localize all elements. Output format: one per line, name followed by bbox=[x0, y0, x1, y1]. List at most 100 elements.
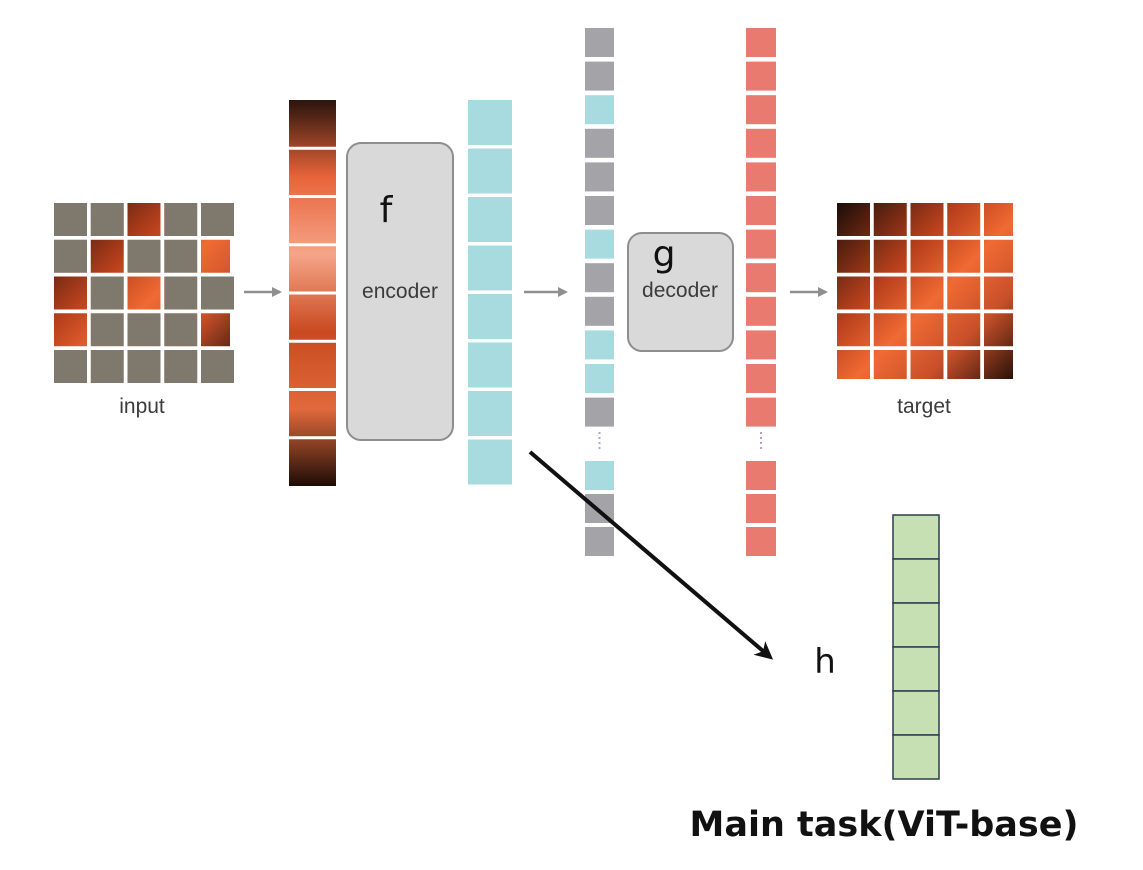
output-token bbox=[746, 196, 776, 225]
input-masked-patch bbox=[90, 203, 124, 236]
patch-separator bbox=[289, 291, 336, 295]
input-masked-patch bbox=[127, 350, 161, 383]
visible-token bbox=[585, 95, 614, 125]
input-grid-line bbox=[54, 309, 230, 314]
input-masked-patch bbox=[127, 313, 161, 347]
patch-separator bbox=[289, 195, 336, 198]
main-task-token bbox=[892, 558, 940, 604]
representation-symbol-h: h bbox=[814, 642, 836, 682]
patch-separator bbox=[289, 146, 336, 150]
input-grid-line bbox=[197, 203, 201, 379]
patch-separator bbox=[289, 388, 336, 391]
mask-token bbox=[585, 196, 614, 225]
arrow-to-main-task bbox=[528, 450, 774, 660]
output-token bbox=[746, 28, 776, 57]
mask-token bbox=[585, 61, 614, 91]
target-grid-line bbox=[837, 309, 1013, 314]
full-token-sequence bbox=[585, 28, 614, 556]
mask-token bbox=[585, 296, 614, 326]
encoded-token bbox=[468, 100, 512, 145]
visible-token bbox=[585, 461, 614, 490]
main-task-token-column bbox=[892, 514, 940, 780]
output-token bbox=[746, 263, 776, 293]
encoded-token bbox=[468, 391, 512, 436]
input-masked-patch bbox=[90, 313, 124, 347]
output-token bbox=[746, 162, 776, 192]
target-grid-line bbox=[870, 203, 874, 379]
input-masked-patch bbox=[201, 276, 234, 310]
output-token bbox=[746, 461, 776, 490]
decoder-symbol-g: g bbox=[653, 234, 676, 275]
input-grid-line bbox=[54, 236, 230, 240]
output-token bbox=[746, 95, 776, 125]
input-grid-line bbox=[54, 346, 230, 350]
visible-token bbox=[585, 364, 614, 393]
output-token bbox=[746, 128, 776, 158]
input-masked-patch bbox=[90, 276, 124, 310]
input-masked-patch bbox=[164, 276, 198, 310]
input-label: input bbox=[119, 395, 165, 418]
mask-token bbox=[585, 128, 614, 158]
target-grid-line bbox=[837, 346, 1013, 350]
mask-token bbox=[585, 397, 614, 427]
decoder-output-sequence bbox=[746, 28, 776, 556]
input-masked-patch bbox=[164, 350, 198, 383]
encoded-token bbox=[468, 294, 512, 339]
decoder-label: decoder bbox=[642, 279, 718, 302]
input-masked-patch bbox=[54, 350, 87, 383]
output-token bbox=[746, 330, 776, 360]
target-grid-line bbox=[837, 272, 1013, 277]
input-grid-line bbox=[123, 203, 128, 379]
main-task-token bbox=[892, 734, 940, 780]
output-token bbox=[746, 494, 776, 523]
input-masked-patch bbox=[54, 239, 87, 273]
encoded-token-column bbox=[468, 100, 512, 485]
main-task-token bbox=[892, 514, 940, 560]
visible-token bbox=[585, 330, 614, 360]
encoder-label: encoder bbox=[362, 280, 438, 303]
output-token bbox=[746, 364, 776, 393]
input-grid-line bbox=[54, 272, 230, 277]
mask-token bbox=[585, 28, 614, 57]
patch-separator bbox=[289, 436, 336, 440]
output-token bbox=[746, 61, 776, 91]
main-task-token bbox=[892, 602, 940, 648]
input-masked-patch bbox=[164, 313, 198, 347]
encoder-symbol-f: f bbox=[380, 190, 394, 231]
input-masked-patch bbox=[127, 239, 161, 273]
mask-token bbox=[585, 162, 614, 192]
mask-token bbox=[585, 263, 614, 293]
input-grid-line bbox=[87, 203, 91, 379]
patch-separator bbox=[289, 243, 336, 247]
output-token bbox=[746, 397, 776, 427]
target-label: target bbox=[897, 395, 951, 418]
input-masked-patch bbox=[201, 203, 234, 236]
input-grid-line bbox=[160, 203, 165, 379]
output-token bbox=[746, 296, 776, 326]
encoder-block bbox=[346, 142, 454, 441]
output-token bbox=[746, 229, 776, 259]
encoded-token bbox=[468, 148, 512, 194]
mask-token bbox=[585, 527, 614, 556]
patch-separator bbox=[289, 339, 336, 343]
target-grid-line bbox=[837, 236, 1013, 240]
target-grid-line bbox=[943, 203, 948, 379]
target-grid-line bbox=[906, 203, 911, 379]
visible-patch-strip bbox=[289, 100, 336, 486]
main-task-caption: Main task(ViT-base) bbox=[690, 805, 1079, 845]
target-grid-line bbox=[980, 203, 984, 379]
input-masked-patch bbox=[54, 203, 87, 236]
encoded-token bbox=[468, 342, 512, 388]
encoded-token bbox=[468, 197, 512, 242]
input-masked-patch bbox=[164, 203, 198, 236]
input-image-grid bbox=[54, 203, 234, 383]
input-masked-patch bbox=[164, 239, 198, 273]
target-image-grid bbox=[837, 203, 1013, 379]
main-task-token bbox=[892, 646, 940, 692]
decoder-block bbox=[627, 232, 734, 352]
visible-token bbox=[585, 229, 614, 259]
encoded-token bbox=[468, 245, 512, 291]
encoded-token bbox=[468, 439, 512, 485]
output-token bbox=[746, 527, 776, 556]
